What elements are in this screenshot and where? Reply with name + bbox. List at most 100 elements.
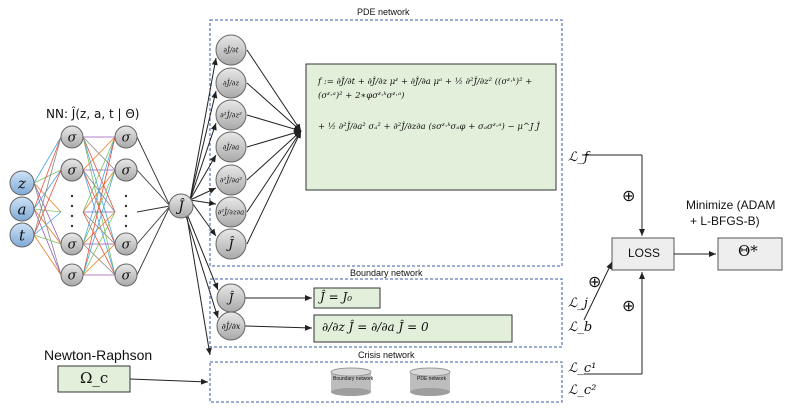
boundary-eq-2: ∂/∂z Ĵ = ∂/∂a Ĵ = 0 [322,320,429,334]
arrow-j-to-pde-3 [189,154,217,201]
hidden-node-l1-n3: σ [114,232,138,256]
nn-edge [82,211,116,245]
svg-text:∂Ĵ/∂t: ∂Ĵ/∂t [223,45,238,54]
arrow-j-to-pde-6 [189,199,217,237]
theta-box-label: Θ* [738,242,758,260]
svg-text:Ĵ: Ĵ [225,237,234,253]
arrow-pde-5-to-eq [246,130,302,213]
arrow-j-to-pde-0 [189,57,218,201]
nn-edge [136,136,171,207]
arrow-j-to-boundary-1 [186,213,219,291]
minimize-label-2: + L-BFGS-B) [690,214,760,228]
loss-lf: ℒ_f [568,150,589,165]
cylinder-boundary-network [330,367,372,396]
boundary-eq-box-2 [313,314,513,343]
boundary-network-title: Boundary network [350,268,423,278]
cylinder-pde-label: PDE network [417,376,447,382]
boundary-network-frame [209,278,563,348]
minimize-label: Minimize (ADAM [686,198,776,212]
hidden-node-l1-n0: σ [114,125,138,149]
arrow-j-to-pde-4 [189,187,217,201]
svg-text:∂²Ĵ/∂z∂a: ∂²Ĵ/∂z∂a [218,207,245,216]
boundary-eq-1: Ĵ = J₀ [320,290,353,304]
pde-node-3: ∂Ĵ/∂a [215,131,247,163]
loss-box-label: LOSS [628,246,661,260]
nn-edge [33,136,62,236]
svg-text:z: z [17,174,26,192]
pde-equation-line-2: + ½ ∂²Ĵ/∂a² σₐ² + ∂²Ĵ/∂z∂a (sσᶻ·ᵏσₐφ + σ… [318,122,540,132]
hidden-dots-1 [124,224,128,228]
svg-text:t: t [19,226,26,244]
nn-edge [33,169,62,210]
pde-node-1: ∂Ĵ/∂z [215,67,247,99]
output-node-j: Ĵ [168,193,194,219]
nodes: zatσσσσσσσσσσĴ∂Ĵ/∂t∂Ĵ/∂z∂²Ĵ/∂z²∂Ĵ/∂a∂²Ĵ/… [9,34,247,341]
input-node-t: t [9,222,35,248]
arrow-pde-3-to-eq [246,130,302,148]
svg-text:σ: σ [122,164,132,179]
theta-box [717,237,783,271]
loss-lj: ℒ_j [568,296,588,311]
nn-edge [33,136,62,210]
nn-edge [33,182,62,276]
nn-edge [33,208,62,245]
pde-equation-line-1: f := ∂Ĵ/∂t + ∂Ĵ/∂z μᶻ + ∂Ĵ/∂a μᵃ + ½ ∂²Ĵ… [318,77,533,101]
nn-edge [82,136,116,171]
svg-text:σ: σ [122,269,132,284]
hidden-dots-0 [70,214,74,218]
boundary-node-j: Ĵ [216,283,246,313]
svg-text:σ: σ [68,238,78,253]
nn-edge [136,205,171,245]
svg-text:Ĵ: Ĵ [226,290,235,305]
nn-edge [33,136,62,184]
input-node-z: z [9,170,35,196]
oplus-top: ⊕ [622,188,636,205]
nn-title: NN: Ĵ(z, a, t | Θ) [46,107,140,121]
cylinder-boundary-label: Boundary network [333,376,374,382]
pde-node-6: Ĵ [215,228,247,260]
arrow-j-to-crisis [186,216,212,356]
omega-label: Ω_c [80,369,109,387]
arrow-j-to-pde-1 [189,90,218,201]
nn-edge [82,211,116,276]
svg-text:a: a [18,200,27,218]
pde-network-frame [209,19,563,267]
pde-node-5: ∂²Ĵ/∂z∂a [215,196,247,228]
hidden-node-l0-n4: σ [60,263,84,287]
hidden-node-l0-n3: σ [60,232,84,256]
nn-edge [82,243,116,276]
nn-edge [136,205,171,213]
boundary-eq-box-1 [313,287,381,309]
arrow-boundary-2 [244,324,313,331]
svg-text:σ: σ [122,131,132,146]
svg-text:∂²Ĵ/∂z²: ∂²Ĵ/∂z² [220,110,242,119]
arrow-pde-0-to-eq [246,49,302,132]
arrow-pde-2-to-eq [246,114,302,132]
hidden-dots-0 [70,194,74,198]
hidden-dots-1 [124,214,128,218]
nn-edge [82,136,116,213]
nn-edge [33,234,62,276]
nn-edge [33,211,62,236]
hidden-dots-1 [124,204,128,208]
cylinder-pde-network [409,367,451,396]
svg-text:∂Ĵ/∂a: ∂Ĵ/∂a [223,142,240,151]
arrow-j-to-pde-5 [189,199,217,206]
arrows [129,49,716,385]
svg-text:σ: σ [68,269,78,284]
svg-text:∂Ĵ/∂z: ∂Ĵ/∂z [223,78,239,87]
nn-edge [33,234,62,245]
loss-lb: ℒ_b [568,320,593,335]
oplus-bottom: ⊕ [622,298,636,315]
svg-text:Ĵ: Ĵ [175,197,185,215]
svg-text:σ: σ [122,238,132,253]
nn-edge [33,208,62,213]
loss-lc2: ℒ_c² [568,383,597,398]
crisis-network-title: Crisis network [358,350,415,360]
newton-raphson-box [57,365,131,393]
nn-edge [136,169,171,207]
pde-equation-box [305,63,557,191]
arrow-pde-1-to-eq [246,82,302,132]
pde-network-title: PDE network [357,7,410,17]
